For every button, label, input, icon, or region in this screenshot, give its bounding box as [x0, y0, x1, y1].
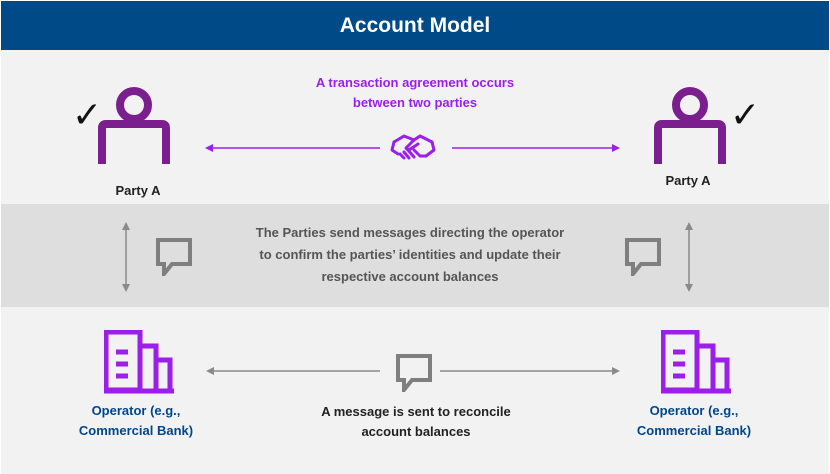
checkmark-icon: ✓: [72, 95, 103, 136]
agreement-text: A transaction agreement occurs between t…: [315, 75, 515, 110]
messaging-text: The Parties send messages directing the …: [255, 225, 565, 284]
message-bubble-icon: [625, 238, 661, 276]
message-bubble-icon: [396, 354, 432, 392]
building-icon: [104, 330, 174, 394]
right-vertical-arrow: [685, 222, 693, 292]
operator-right-label: Operator (e.g., Commercial Bank): [636, 403, 752, 438]
page-title: Account Model: [1, 1, 829, 50]
building-icon: [661, 330, 731, 394]
party-right-label: Party A: [665, 173, 711, 188]
left-vertical-arrow: [122, 222, 130, 292]
reconcile-arrow-left: [206, 367, 380, 375]
agreement-arrow-left: [205, 144, 380, 152]
reconcile-arrow-right: [440, 367, 620, 375]
handshake-icon: [390, 134, 436, 160]
agreement-arrow-right: [452, 144, 620, 152]
message-bubble-icon: [156, 238, 192, 276]
messaging-panel: [1, 204, 829, 307]
operator-left-label: Operator (e.g., Commercial Bank): [78, 403, 194, 438]
reconcile-text: A message is sent to reconcile account b…: [321, 404, 511, 439]
page-title-text: Account Model: [339, 13, 491, 37]
person-icon: [98, 87, 170, 164]
party-left-label: Party A: [115, 183, 161, 198]
person-icon: [654, 87, 726, 164]
checkmark-icon: ✓: [730, 95, 761, 136]
